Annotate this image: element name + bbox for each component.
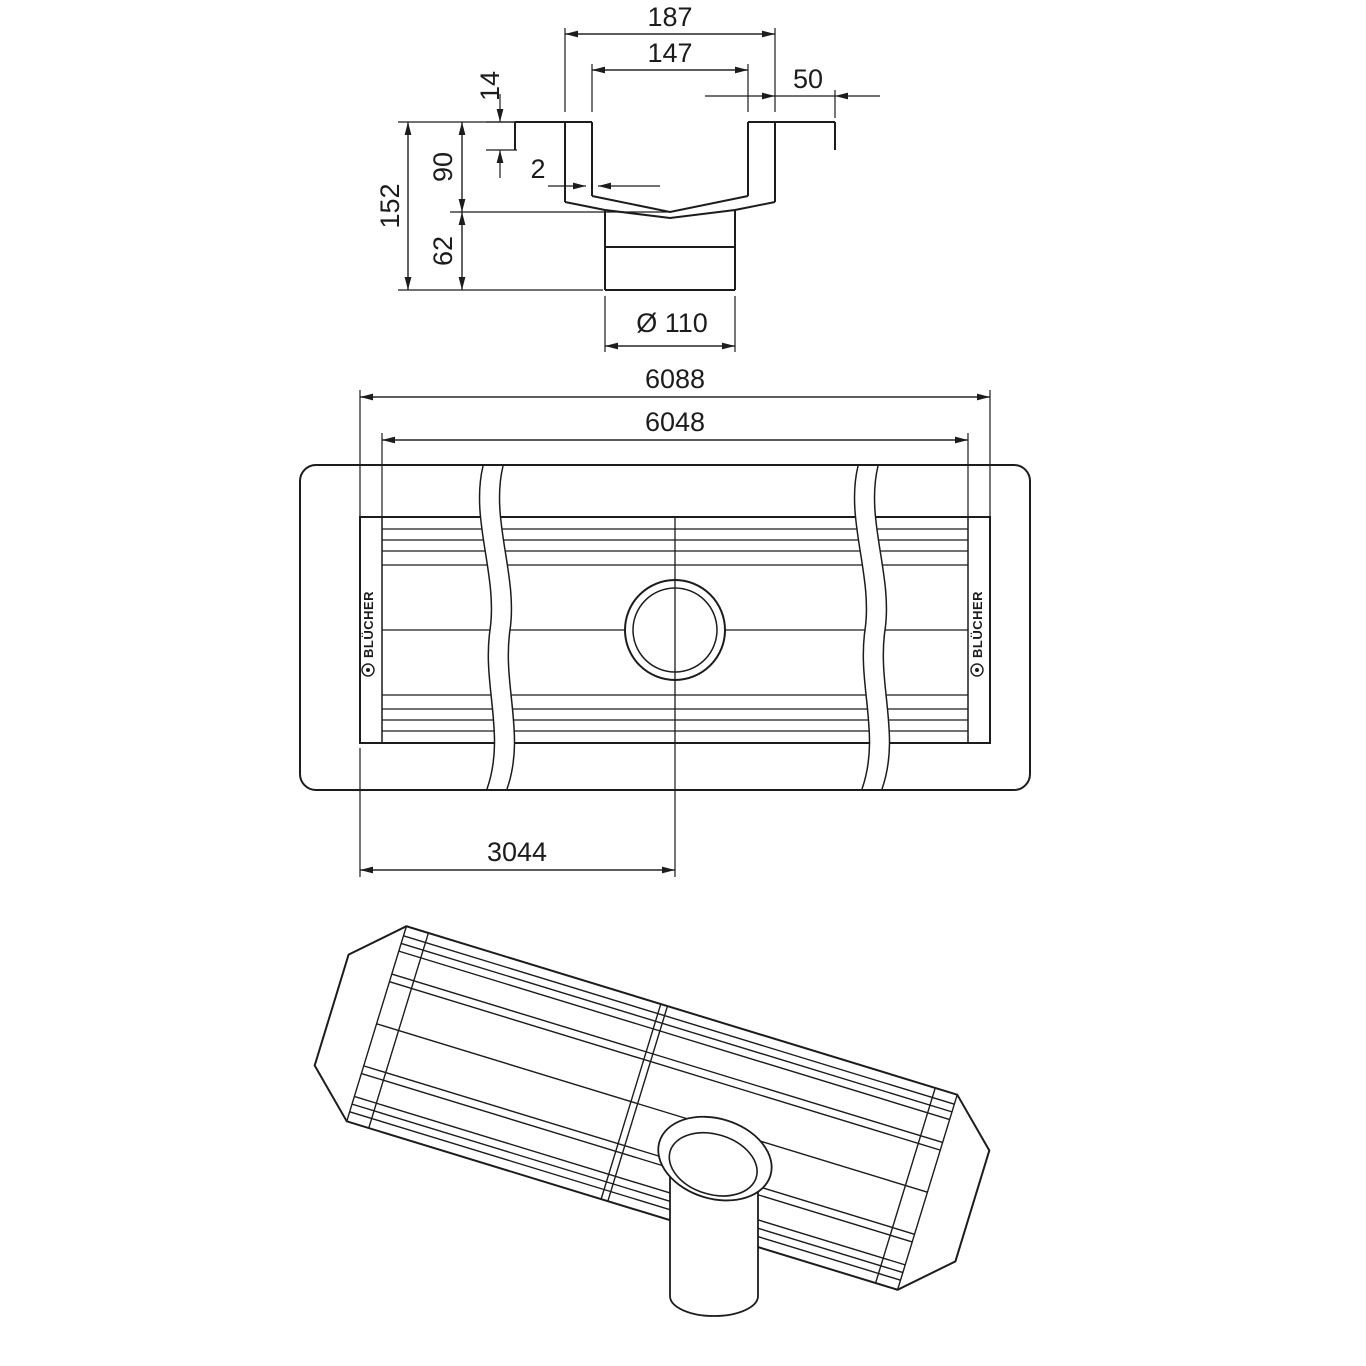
dim-text-50: 50 [793, 64, 823, 94]
brand-logo-right: BLÜCHER [970, 591, 985, 677]
section-profile [514, 121, 836, 291]
iso-outlet-hole [668, 1131, 758, 1197]
brand-text-left: BLÜCHER [361, 591, 376, 658]
iso-view [313, 925, 991, 1317]
plan-view: BLÜCHER BLÜCHER 6088 6048 3044 [299, 364, 1031, 877]
ext-line [381, 433, 969, 516]
iso-outlet-pipe [669, 1170, 759, 1317]
dim-text-187: 187 [647, 2, 692, 32]
dim-text-3044: 3044 [487, 837, 547, 867]
ext-line [486, 121, 517, 151]
ext-line [591, 64, 749, 112]
iso-channel-body [313, 925, 991, 1291]
section-view: 187 147 50 14 2 [375, 2, 880, 352]
brand-mark-icon [970, 663, 984, 677]
dim-text-2: 2 [530, 154, 545, 184]
brand-mark-dot-icon [975, 668, 979, 672]
dim-outlet-position: 3044 [359, 743, 676, 877]
dim-channel-depth: 90 [398, 121, 668, 213]
ext-line [398, 121, 668, 213]
break-band-left [479, 466, 515, 789]
dim-text-outlet-diameter: Ø 110 [636, 308, 708, 338]
iso-pipe-body [670, 1170, 758, 1316]
dim-outer-width: 187 [564, 2, 776, 112]
dim-text-6048: 6048 [645, 407, 705, 437]
dim-text-6088: 6088 [645, 364, 705, 394]
brand-mark-dot-icon [366, 668, 370, 672]
dim-outlet-diameter: Ø 110 [604, 296, 736, 352]
iso-pipe-bottom [669, 1295, 759, 1317]
dim-text-152: 152 [375, 183, 405, 228]
break-band-right [854, 466, 890, 789]
ext-line [359, 390, 991, 516]
brand-mark-icon [361, 663, 375, 677]
ext-line [359, 743, 676, 877]
dim-text-147: 147 [647, 38, 692, 68]
dim-total-height: 152 [375, 122, 603, 291]
dim-text-62: 62 [428, 236, 458, 266]
dim-outlet-height: 62 [428, 212, 466, 290]
break-line [498, 465, 516, 790]
dim-inner-width: 147 [591, 38, 749, 112]
dim-flange-width: 50 [705, 64, 880, 118]
break-line [873, 465, 891, 790]
dim-text-90: 90 [428, 152, 458, 182]
plan-outer-frame [299, 464, 1031, 791]
iso-outlet-recess [657, 1115, 773, 1202]
dim-text-14: 14 [475, 71, 505, 101]
dim-overall-length: 6088 [359, 364, 991, 516]
dim-lip-height: 14 [475, 71, 517, 178]
break-line [478, 465, 496, 790]
dim-wall-thickness: 2 [530, 154, 660, 190]
ext-line [564, 28, 776, 112]
iso-section-seam [600, 1003, 669, 1202]
iso-grate-lines [349, 935, 955, 1281]
break-line [853, 465, 871, 790]
dim-channel-length: 6048 [381, 407, 969, 516]
iso-outline [313, 925, 991, 1291]
iso-outlet-recess-group [657, 1115, 773, 1202]
brand-logo-left: BLÜCHER [361, 591, 376, 677]
brand-text-right: BLÜCHER [970, 591, 985, 658]
